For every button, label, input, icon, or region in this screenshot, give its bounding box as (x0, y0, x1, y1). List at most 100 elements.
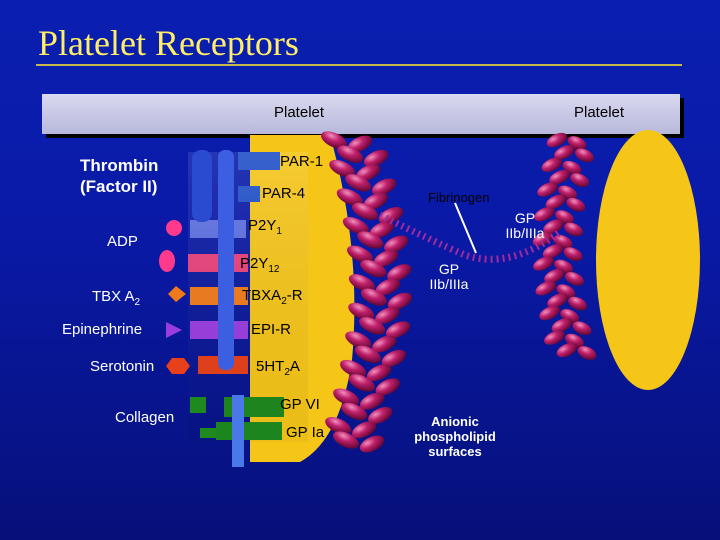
anionic-line1: Anionic (431, 414, 479, 429)
membrane-bead (340, 359, 367, 378)
slide-title: Platelet Receptors (38, 23, 299, 63)
membrane-bead (360, 288, 387, 306)
membrane-bead (363, 192, 388, 210)
epir-label: EPI-R (251, 321, 292, 338)
membrane-bead (533, 256, 554, 271)
par1-label: PAR-1 (280, 153, 324, 170)
membrane-bead (341, 402, 368, 421)
membrane-bead (375, 278, 401, 296)
fibrinogen-label: Fibrinogen (428, 190, 490, 205)
p2y1-label-text: P2Y (248, 217, 277, 234)
membrane-bead (360, 259, 387, 278)
gp-iibiiia-right-label: GP IIb/IIIa (498, 211, 552, 241)
membrane-bead (572, 321, 592, 336)
membrane-bead (368, 407, 393, 424)
membrane-bead (534, 206, 555, 222)
collagen-ligand-top (190, 397, 206, 413)
membrane-bead (535, 281, 557, 296)
membrane-bead (575, 148, 594, 163)
membrane-bead (348, 302, 375, 321)
5ht2a-label: 5HT2A (256, 358, 300, 378)
membrane-bead (387, 292, 413, 310)
membrane-bead (544, 330, 565, 345)
membrane-bead (345, 331, 372, 349)
p2y12-label-text: P2Y (240, 255, 269, 272)
receptor-stalk-3 (232, 395, 244, 467)
membrane-bead (347, 245, 374, 263)
membrane-bead (359, 435, 385, 453)
membrane-bead (385, 321, 411, 339)
collagen-ligand-bottom (200, 428, 216, 438)
title-underline (36, 64, 682, 66)
membrane-bead (336, 188, 363, 206)
membrane-bead (563, 247, 583, 262)
gp-right-line2: IIb/IIIa (505, 225, 545, 241)
membrane-bead (342, 217, 369, 235)
gpvi-label: GP VI (280, 396, 320, 413)
tbxa2-label-text: TBX A (92, 288, 135, 305)
tbxa2r-label-text: TBXA (242, 287, 282, 304)
membrane-bead (539, 305, 560, 321)
membrane-bead (345, 174, 372, 192)
receptor-stalk-1 (192, 150, 212, 222)
platelet-right-label: Platelet (574, 104, 625, 121)
membrane-bead (537, 182, 558, 197)
membrane-bead (564, 222, 583, 237)
tbxa2r-label: TBXA2-R (242, 287, 303, 307)
anionic-surfaces-label: Anionic phospholipid surfaces (400, 414, 510, 459)
fibrinogen-chain (378, 211, 563, 263)
tbxa2-label-sub: 2 (134, 297, 141, 308)
membrane-bead (568, 296, 587, 311)
thrombin-label-line2: (Factor II) (80, 177, 158, 196)
membrane-bead (366, 364, 392, 381)
membrane-bead (357, 231, 384, 249)
anionic-line3: surfaces (428, 444, 482, 459)
gpia-label: GP Ia (286, 424, 325, 441)
par4-label: PAR-4 (262, 185, 306, 202)
membrane-bead (577, 346, 597, 360)
right-platelet-body (596, 130, 700, 390)
fibrinogen-pointer (454, 202, 477, 254)
adp-label: ADP (107, 233, 138, 250)
gp-right-line1: GP (514, 210, 536, 226)
membrane-bead (549, 169, 570, 185)
p2y12-label-sub: 12 (268, 264, 280, 275)
membrane-bead (546, 132, 568, 148)
membrane-bead (372, 178, 397, 196)
collagen-label: Collagen (115, 409, 175, 426)
membrane-bead (325, 417, 352, 435)
platelet-left-label: Platelet (274, 104, 325, 121)
membrane-bead (359, 317, 386, 335)
membrane-bead (337, 145, 364, 163)
membrane-bead (320, 131, 348, 149)
5ht2a-label-sub: 2 (284, 367, 290, 378)
serotonin-ligand (166, 358, 190, 374)
membrane-bead (329, 159, 356, 178)
membrane-bead (373, 249, 399, 267)
membrane-bead (544, 268, 565, 284)
adp-ligand-bottom (159, 250, 175, 272)
membrane-bead (381, 349, 407, 367)
membrane-bead (354, 345, 381, 363)
membrane-bead (541, 157, 563, 172)
membrane-bead (543, 219, 564, 234)
membrane-bead (348, 374, 375, 392)
membrane-bead (570, 173, 590, 187)
tbxa2r-label-suffix: -R (286, 287, 303, 304)
right-membrane (532, 132, 597, 360)
thrombin-label: Thrombin (Factor II) (80, 155, 158, 197)
membrane-bead (352, 421, 377, 439)
tbxa2-ligand (168, 286, 186, 302)
membrane-bead (542, 244, 564, 259)
membrane-bead (384, 235, 409, 253)
membrane-bead (352, 202, 379, 221)
membrane-bead (372, 335, 397, 353)
membrane-bead (333, 388, 360, 406)
membrane-bead (387, 264, 412, 281)
membrane-bead (369, 221, 395, 239)
epinephrine-label: Epinephrine (62, 321, 143, 338)
5ht2a-label-text: 5HT (256, 358, 285, 375)
membrane-bead (545, 194, 567, 209)
membrane-bead (364, 149, 389, 167)
